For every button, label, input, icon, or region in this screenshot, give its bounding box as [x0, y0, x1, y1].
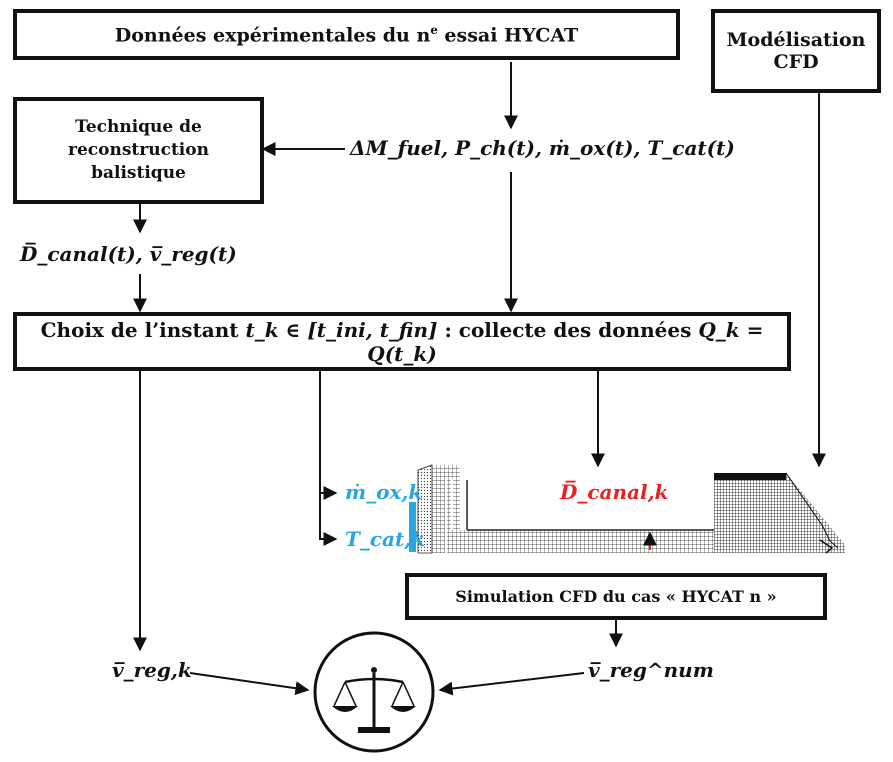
experimental-data-title-tail: essai HYCAT — [437, 24, 579, 47]
choice-interval: t_k ∈ [t_ini, t_fin] — [245, 317, 438, 342]
tcat-k-text: T_cat,k — [345, 527, 426, 551]
vreg-k-text: v̅_reg,k — [112, 658, 192, 682]
cfd-simulation-text: Simulation CFD du cas « HYCAT n » — [455, 587, 777, 606]
mdot-ox-k-label: ṁ_ox,k — [345, 480, 422, 504]
experimental-data-box: Données expérimentales du ne essai HYCAT — [13, 9, 680, 60]
reconstructed-quantities-label: D̅_canal(t), v̅_reg(t) — [20, 242, 237, 266]
tcat-k-label: T_cat,k — [345, 527, 425, 551]
balance-scale-icon — [313, 631, 435, 753]
dcanal-k-label: D̅_canal,k — [560, 480, 668, 504]
reconstruction-line3: balistique — [91, 162, 186, 183]
choice-data: Q_k = Q(t_k) — [367, 317, 764, 366]
measurements-text: ΔM_fuel, P_ch(t), ṁ_ox(t), T_cat(t) — [350, 136, 735, 160]
reconstructed-text: D̅_canal(t), v̅_reg(t) — [20, 242, 237, 266]
reconstruction-line2: reconstruction — [68, 140, 209, 161]
instant-choice-box: Choix de l’instant t_k ∈ [t_ini, t_fin] … — [13, 312, 791, 371]
experimental-data-superscript: e — [430, 22, 438, 37]
arrow-vreg-k-to-scale — [189, 672, 310, 696]
experimental-data-title: Données expérimentales du n — [114, 24, 431, 47]
cfd-simulation-box: Simulation CFD du cas « HYCAT n » — [405, 573, 827, 620]
mdot-ox-k-text: ṁ_ox,k — [345, 480, 423, 504]
reconstruction-line1: Technique de — [75, 117, 202, 138]
cfd-modelling-line2: CFD — [773, 51, 819, 73]
vreg-num-label: v̅_reg^num — [588, 658, 714, 682]
ballistic-reconstruction-box: Technique de reconstruction balistique — [13, 97, 264, 204]
dcanal-k-text: D̅_canal,k — [560, 480, 669, 504]
choice-text-b: : collecte des données — [437, 317, 699, 342]
arrow-vreg-num-to-scale — [438, 672, 585, 696]
cfd-modelling-box: Modélisation CFD — [711, 9, 881, 93]
arrow-choice-branch — [319, 371, 338, 546]
vreg-num-text: v̅_reg^num — [588, 658, 714, 682]
cfd-modelling-line1: Modélisation — [726, 29, 866, 51]
measurements-label: ΔM_fuel, P_ch(t), ṁ_ox(t), T_cat(t) — [350, 136, 735, 160]
cfd-mesh-image — [409, 464, 845, 554]
vreg-k-label: v̅_reg,k — [112, 658, 192, 682]
choice-text-a: Choix de l’instant — [40, 317, 246, 342]
